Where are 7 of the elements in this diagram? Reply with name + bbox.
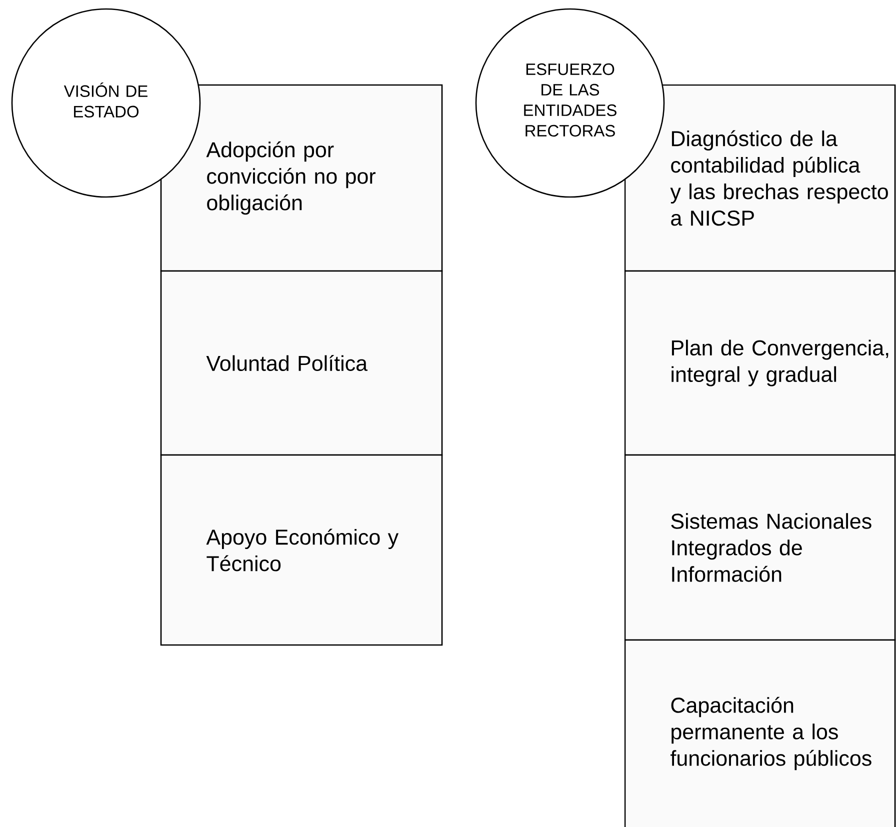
text-box: Capacitación permanente a los funcionarios públicos — [624, 639, 896, 827]
text-box: Voluntad Política — [160, 270, 443, 456]
text-box: Apoyo Económico y Técnico — [160, 454, 443, 646]
text-box: Adopción por convicción no por obligación — [160, 84, 443, 272]
text-box: Sistemas Nacionales Integrados de Información — [624, 454, 896, 641]
text-box: Plan de Convergencia, integral y gradual — [624, 270, 896, 456]
text-box: Diagnóstico de la contabilidad pública y las brechas respecto a NICSP — [624, 84, 896, 272]
